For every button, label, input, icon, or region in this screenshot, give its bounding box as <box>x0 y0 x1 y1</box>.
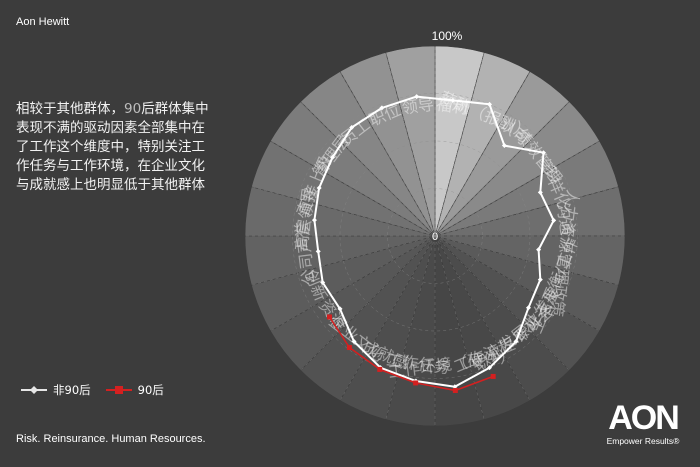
chart-description: 相较于其他群体，90后群体集中表现不满的驱动因素全部集中在了工作这个维度中，特别… <box>16 100 212 195</box>
series-point-0-16 <box>320 280 326 286</box>
category-label-5: 沟通 <box>553 202 576 236</box>
tagline: Risk. Reinsurance. Human Resources. <box>16 433 206 445</box>
spoke-19 <box>251 186 436 237</box>
spoke-5 <box>434 186 619 237</box>
series-point-1-13 <box>377 366 383 372</box>
series-point-0-10 <box>487 365 493 371</box>
description-text-2: 后群体集中表现不满的驱动因素全部集中在了工作这个维度中，特别关注工作任务与工作环… <box>16 101 209 193</box>
series-point-0-7 <box>537 277 543 283</box>
series-point-0-9 <box>513 339 519 345</box>
spoke-8 <box>434 235 600 332</box>
series-point-0-17 <box>315 248 321 254</box>
spoke-17 <box>251 235 436 286</box>
spoke-3 <box>434 101 570 237</box>
spoke-20 <box>270 140 436 237</box>
spoke-7 <box>434 235 619 286</box>
series-point-1-11 <box>452 387 458 393</box>
series-point-1-15 <box>326 314 332 320</box>
grid-ring-2 <box>292 93 578 379</box>
spoke-2 <box>434 71 531 237</box>
series-point-0-6 <box>536 247 542 253</box>
logo-word: AON <box>608 399 680 437</box>
description-text-1: 相较于其他群体， <box>16 101 124 117</box>
series-point-0-19 <box>316 185 322 191</box>
legend-swatch-non90 <box>21 386 47 394</box>
spoke-9 <box>434 235 570 371</box>
spoke-22 <box>339 71 436 237</box>
spoke-4 <box>434 140 600 237</box>
series-point-0-8 <box>525 305 531 311</box>
series-line-1-0 <box>328 316 494 392</box>
legend-label-non90: 非90后 <box>53 383 91 397</box>
spoke-11 <box>434 235 485 420</box>
series-point-0-0 <box>450 97 456 103</box>
category-label-23: 领导 <box>401 95 435 118</box>
series-point-0-21 <box>349 124 355 130</box>
spoke-14 <box>339 235 436 401</box>
brand-label: Aon Hewitt <box>16 16 70 28</box>
series-point-0-2 <box>501 143 507 149</box>
series-point-0-4 <box>537 189 543 195</box>
series-point-0-1 <box>487 101 493 107</box>
series-point-1-10 <box>490 373 496 379</box>
spoke-13 <box>385 235 436 420</box>
legend: 非90后 90后 <box>20 382 178 398</box>
sector-23 <box>385 45 436 237</box>
spoke-1 <box>434 52 485 237</box>
spoke-23 <box>385 52 436 237</box>
series-point-0-20 <box>329 154 335 160</box>
series-point-1-14 <box>346 345 352 351</box>
series-point-0-3 <box>541 150 547 156</box>
grid-ring-1 <box>339 140 531 332</box>
legend-label-post90: 90后 <box>137 383 164 397</box>
series-point-0-23 <box>414 94 420 100</box>
logo-tagline: Empower Results® <box>606 436 680 446</box>
series-point-1-12 <box>413 380 419 386</box>
series-point-0-5 <box>551 217 557 223</box>
legend-item-non90: 非90后 <box>20 382 91 398</box>
series-point-0-11 <box>452 384 458 390</box>
series-point-0-15 <box>337 306 343 312</box>
legend-swatch-post90 <box>105 386 132 394</box>
series-point-0-14 <box>351 339 357 345</box>
spoke-16 <box>270 235 436 332</box>
spoke-21 <box>300 101 436 237</box>
center-scale-label: 0 <box>432 231 438 243</box>
series-point-0-22 <box>379 105 385 111</box>
spoke-15 <box>300 235 436 371</box>
description-highlight: 90 <box>124 101 142 117</box>
spoke-10 <box>434 235 531 401</box>
aon-logo: AON Empower Results® <box>597 401 689 446</box>
max-scale-label: 100% <box>432 29 463 43</box>
legend-item-post90: 90后 <box>105 382 164 398</box>
grid-ring-0 <box>387 188 483 284</box>
series-point-0-18 <box>311 217 317 223</box>
